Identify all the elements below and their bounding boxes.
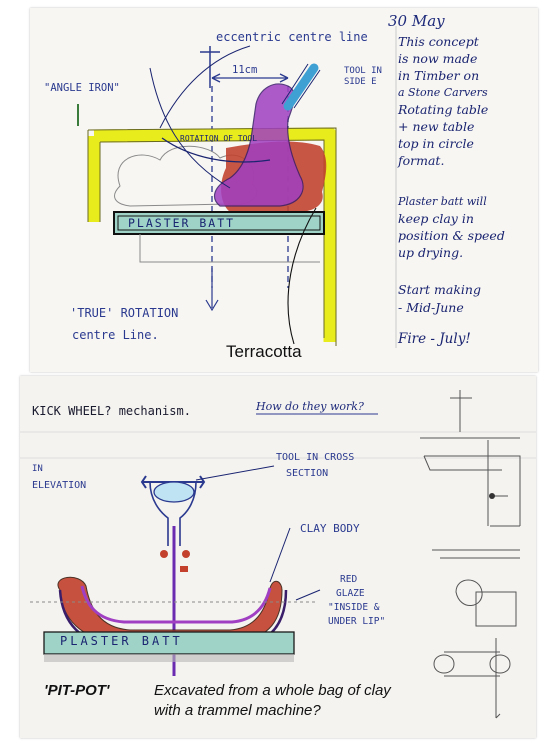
red-glaze-label-1: RED (340, 574, 358, 585)
eccentric-centre-line-label: eccentric centre line (216, 30, 368, 44)
true-rotation-label: 'TRUE' ROTATION (70, 306, 179, 320)
tool-cross-section-label: TOOL IN CROSS (276, 452, 355, 463)
clay-body-label: CLAY BODY (300, 522, 360, 535)
plaster-batt-label: PLASTER BATT (128, 216, 236, 230)
note-line: up drying. (398, 245, 464, 260)
terracotta-label: Terracotta (226, 342, 302, 361)
centre-line-label: centre Line. (72, 328, 159, 342)
kick-wheel-question: KICK WHEEL? mechanism. (32, 404, 191, 418)
note-line: a Stone Carvers (398, 86, 488, 99)
note-line: + new table (398, 119, 475, 134)
red-glaze-label-2: GLAZE (336, 588, 365, 599)
note-line: top in circle (398, 136, 474, 151)
dimension-label: 11cm (232, 64, 258, 76)
caption-title: 'PIT-POT' (44, 682, 110, 699)
note-line: Rotating table (398, 102, 489, 117)
note-line: keep clay in (398, 211, 474, 226)
section-label: SECTION (286, 468, 329, 479)
sketch-page-bottom: KICK WHEEL? mechanism. How do they work?… (20, 376, 536, 738)
rotation-of-tool-label: ROTATION OF TOOL (180, 134, 258, 143)
red-glaze-label-4: UNDER LIP" (328, 616, 386, 627)
note-line: in Timber on (398, 68, 480, 83)
note-line: position & speed (398, 228, 505, 243)
caption-line-2: with a trammel machine? (154, 702, 321, 719)
caption-line-1: Excavated from a whole bag of clay (154, 682, 391, 699)
concept-sketch-drawing (77, 26, 397, 348)
elevation-sketch-drawing (20, 390, 536, 719)
note-line: Plaster batt will (398, 195, 487, 208)
elevation-label-2: ELEVATION (32, 480, 87, 491)
angle-iron-label: "ANGLE IRON" (44, 82, 120, 94)
note-line: This concept (398, 34, 479, 49)
note-line: Fire - July! (398, 331, 471, 347)
how-do-they-work-note: How do they work? (256, 400, 364, 413)
tool-side-label: TOOL IN SIDE E (344, 66, 382, 87)
note-line: is now made (398, 51, 478, 66)
sketch-date: 30 May (388, 12, 445, 30)
note-line: format. (398, 153, 445, 168)
note-line: - Mid-June (398, 300, 464, 315)
plaster-batt-label: PLASTER BATT (60, 634, 183, 648)
sketch-page-top: eccentric centre line "ANGLE IRON" 11cm … (30, 8, 538, 372)
elevation-label-1: IN (32, 464, 43, 474)
red-glaze-label-3: "INSIDE & (328, 602, 380, 613)
note-line: Start making (398, 282, 481, 297)
